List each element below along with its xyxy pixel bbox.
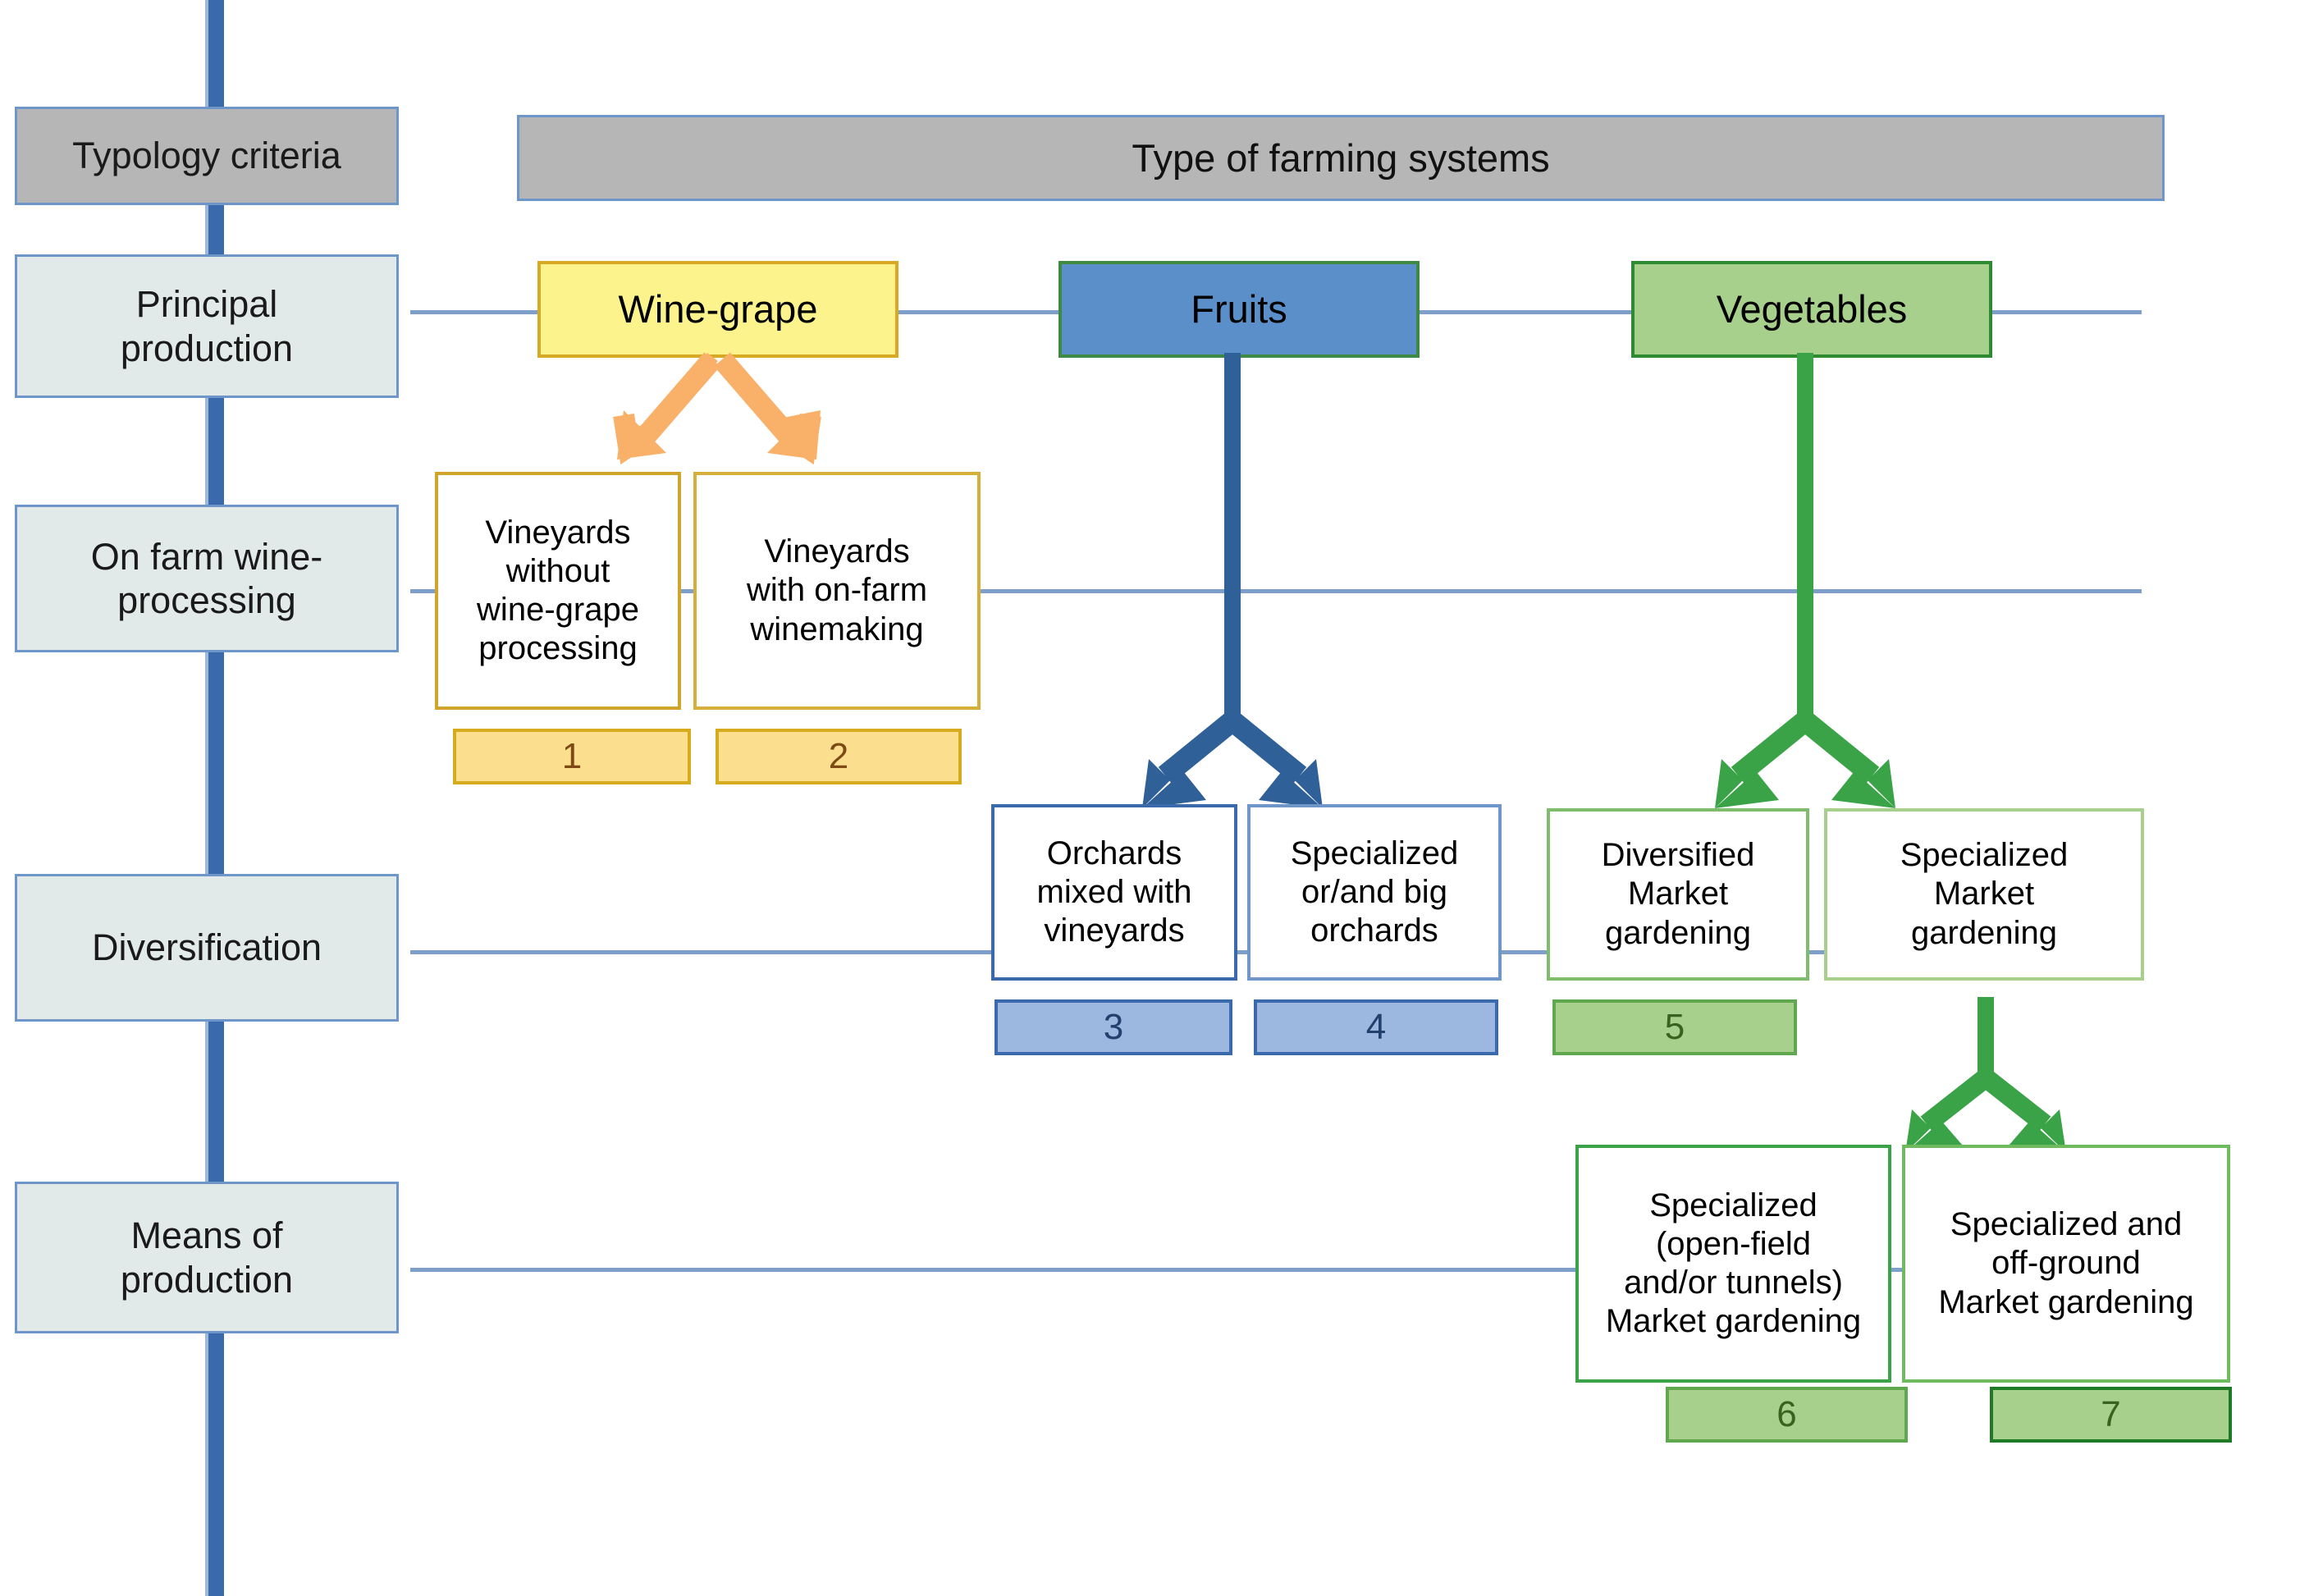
category-vegetables-label: Vegetables	[1716, 287, 1908, 332]
arrow-specialized-left	[1905, 1071, 1991, 1153]
badge-1: 1	[453, 729, 691, 784]
arrow-fruits-right	[1227, 713, 1323, 808]
badge-3-label: 3	[1103, 1007, 1124, 1048]
stem-specialized-market-gardening	[1978, 997, 1994, 1087]
rail-means-of-production	[410, 1268, 2142, 1272]
arrow-vegetables-left	[1715, 713, 1811, 808]
criteria-header-label: Typology criteria	[72, 135, 341, 177]
badge-4: 4	[1254, 999, 1498, 1055]
badge-2: 2	[716, 729, 962, 784]
badge-3: 3	[994, 999, 1232, 1055]
category-fruits: Fruits	[1058, 261, 1420, 358]
badge-1-label: 1	[561, 736, 583, 777]
badge-7-label: 7	[2101, 1394, 2121, 1435]
criteria-on-farm-wine-processing-label: On farm wine-processing	[90, 535, 323, 621]
badge-6-label: 6	[1776, 1394, 1797, 1435]
badge-4-label: 4	[1365, 1007, 1387, 1048]
badge-6: 6	[1666, 1387, 1908, 1443]
stem-vegetables	[1797, 353, 1813, 730]
category-wine-grape: Wine-grape	[537, 261, 898, 358]
criteria-diversification-label: Diversification	[91, 926, 322, 969]
arrow-wine-grape-left	[613, 352, 720, 465]
badge-5: 5	[1552, 999, 1797, 1055]
arrow-vegetables-right	[1799, 713, 1895, 808]
category-fruits-label: Fruits	[1191, 287, 1287, 332]
badge-2-label: 2	[828, 736, 849, 777]
rail-on-farm-wine-processing	[410, 589, 2142, 593]
badge-5-label: 5	[1664, 1007, 1685, 1048]
category-vegetables: Vegetables	[1631, 261, 1992, 358]
arrow-fruits-left	[1142, 713, 1238, 808]
badge-7: 7	[1990, 1387, 2232, 1443]
criteria-diversification: Diversification	[15, 874, 399, 1022]
vertical-spine	[205, 0, 224, 1596]
stem-fruits	[1224, 353, 1241, 730]
category-wine-grape-label: Wine-grape	[618, 287, 818, 332]
criteria-on-farm-wine-processing: On farm wine-processing	[15, 505, 399, 652]
arrow-specialized-right	[1981, 1071, 2066, 1153]
criteria-header: Typology criteria	[15, 107, 399, 205]
arrow-wine-grape-right	[714, 352, 821, 465]
banner-label: Type of farming systems	[1132, 135, 1550, 180]
banner-type-of-farming-systems: Type of farming systems	[517, 115, 2165, 201]
